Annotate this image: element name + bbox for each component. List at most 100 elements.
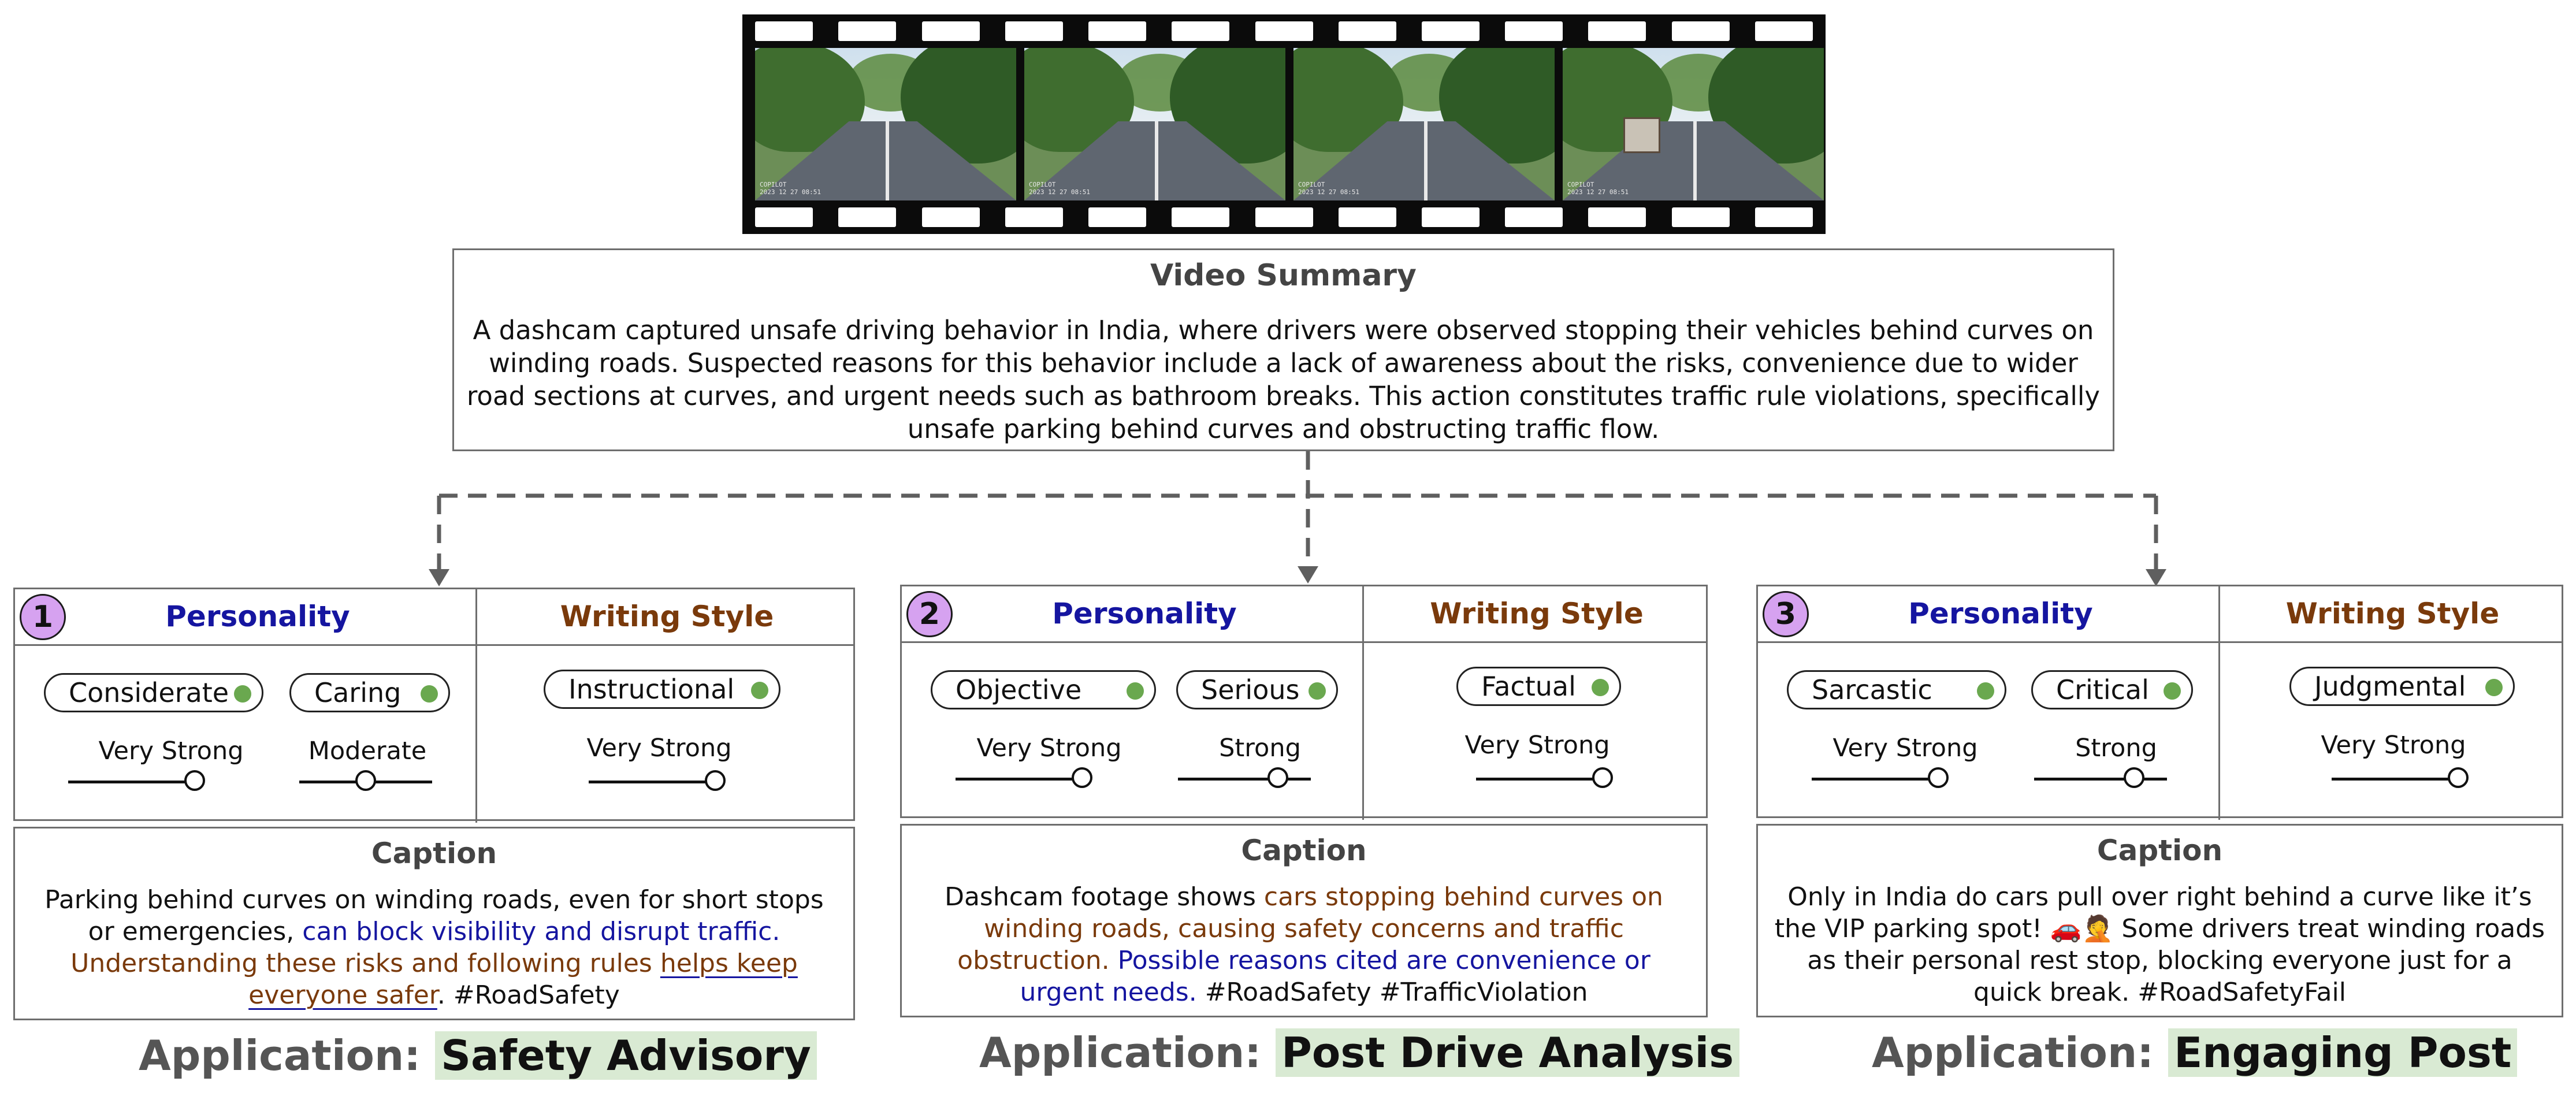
slider-knob bbox=[2447, 767, 2469, 788]
strength-slider bbox=[68, 770, 205, 793]
strength-label: Very Strong bbox=[2321, 731, 2466, 760]
personality-header: Personality bbox=[1908, 597, 2093, 630]
frame-timestamp: COPILOT 2023 12 27 08:51 bbox=[760, 181, 821, 196]
caption-highlight-personality: can block visibility and disrupt traffic… bbox=[302, 917, 780, 946]
film-sprocket-hole bbox=[1005, 207, 1063, 227]
application-value: Safety Advisory bbox=[435, 1031, 817, 1080]
strength-label: Very Strong bbox=[586, 734, 732, 763]
summary-title: Video Summary bbox=[1150, 258, 1417, 293]
film-sprocket-hole bbox=[1672, 21, 1730, 41]
caption-title: Caption bbox=[371, 837, 497, 870]
film-sprocket-hole bbox=[1505, 207, 1563, 227]
caption-highlight-style: Understanding these risks and following … bbox=[70, 949, 652, 978]
application-value: Engaging Post bbox=[2168, 1028, 2518, 1077]
trait-dot bbox=[421, 685, 438, 703]
trait-chip: Sarcastic bbox=[1787, 670, 2006, 709]
video-frame-3: COPILOT 2023 12 27 08:51 bbox=[1293, 48, 1555, 200]
film-sprocket-hole bbox=[922, 207, 980, 227]
film-sprocket-hole bbox=[1172, 21, 1229, 41]
frame-timestamp: COPILOT 2023 12 27 08:51 bbox=[1298, 181, 1359, 196]
trait-label: Considerate bbox=[69, 677, 229, 708]
slider-knob bbox=[704, 770, 726, 791]
film-sprocket-hole bbox=[1588, 21, 1646, 41]
caption-box: Caption Parking behind curves on winding… bbox=[13, 827, 855, 1020]
trait-dot bbox=[1592, 679, 1609, 696]
caption-text: Parking behind curves on winding roads, … bbox=[28, 884, 841, 1011]
film-sprocket-hole bbox=[838, 207, 896, 227]
trait-label: Factual bbox=[1481, 671, 1576, 702]
persona-card-2: 2 Personality Writing Style Objective Ve… bbox=[900, 585, 1708, 1019]
trait-label: Critical bbox=[2056, 674, 2149, 705]
video-film-strip: COPILOT 2023 12 27 08:51 COPILOT 2023 12… bbox=[742, 14, 1826, 234]
trait-label: Caring bbox=[314, 677, 402, 708]
caption-highlight-personality: Possible reasons cited are convenience o… bbox=[1020, 946, 1651, 1007]
caption-box: Caption Dashcam footage shows cars stopp… bbox=[900, 824, 1708, 1017]
film-sprocket-hole bbox=[755, 21, 813, 41]
caption-text: Dashcam footage shows cars stopping behi… bbox=[915, 881, 1693, 1008]
frame-timestamp: COPILOT 2023 12 27 08:51 bbox=[1029, 181, 1090, 196]
trait-chip: Judgmental bbox=[2289, 667, 2515, 706]
persona-card-1: 1 Personality Writing Style Considerate … bbox=[13, 588, 855, 1022]
slider-knob bbox=[1071, 767, 1092, 788]
caption-segment: . #RoadSafety bbox=[437, 980, 620, 1010]
trait-chip: Factual bbox=[1456, 667, 1621, 706]
strength-slider bbox=[299, 770, 432, 793]
application-label-2: Application: Post Drive Analysis bbox=[979, 1028, 1740, 1077]
traits-panel: 1 Personality Writing Style Considerate … bbox=[13, 588, 855, 823]
trait-chip: Serious bbox=[1176, 670, 1338, 709]
card-number-badge: 2 bbox=[906, 591, 953, 637]
strength-label: Strong bbox=[1219, 734, 1301, 763]
film-sprocket-hole bbox=[1005, 21, 1063, 41]
trait-dot bbox=[234, 685, 251, 703]
trait-dot bbox=[2164, 682, 2181, 700]
film-sprocket-hole bbox=[922, 21, 980, 41]
slider-knob bbox=[184, 770, 205, 791]
film-sprocket-hole bbox=[1339, 207, 1396, 227]
strength-label: Very Strong bbox=[98, 737, 244, 766]
application-value: Post Drive Analysis bbox=[1276, 1028, 1740, 1077]
persona-card-3: 3 Personality Writing Style Sarcastic Ve… bbox=[1756, 585, 2563, 1019]
strength-label: Very Strong bbox=[1832, 734, 1978, 763]
caption-segment: Dashcam footage shows bbox=[945, 882, 1256, 912]
film-sprocket-hole bbox=[1172, 207, 1229, 227]
strength-label: Very Strong bbox=[976, 734, 1122, 763]
video-summary-box: Video Summary A dashcam captured unsafe … bbox=[452, 248, 2114, 451]
caption-text: Only in India do cars pull over right be… bbox=[1774, 882, 2545, 1007]
trait-dot bbox=[751, 682, 768, 699]
personality-header: Personality bbox=[165, 600, 350, 633]
trait-chip: Considerate bbox=[44, 673, 263, 712]
caption-highlight-both: helps keep everyone safer bbox=[248, 949, 798, 1010]
video-frame-2: COPILOT 2023 12 27 08:51 bbox=[1024, 48, 1285, 200]
film-sprocket-hole bbox=[1755, 21, 1813, 41]
caption-title: Caption bbox=[2097, 834, 2223, 867]
frame-timestamp: COPILOT 2023 12 27 08:51 bbox=[1567, 181, 1629, 196]
strength-slider bbox=[1178, 767, 1311, 790]
strength-label: Moderate bbox=[308, 737, 427, 766]
film-sprocket-hole bbox=[1255, 21, 1313, 41]
film-sprocket-hole bbox=[1422, 207, 1480, 227]
trait-label: Objective bbox=[956, 674, 1082, 705]
strength-slider bbox=[1812, 767, 1949, 790]
trait-dot bbox=[1127, 682, 1144, 700]
slider-knob bbox=[1592, 767, 1613, 788]
strength-slider bbox=[956, 767, 1092, 790]
strength-label: Strong bbox=[2075, 734, 2157, 763]
video-frame-4: COPILOT 2023 12 27 08:51 bbox=[1563, 48, 1824, 200]
slider-knob bbox=[1267, 767, 1288, 788]
film-sprocket-hole bbox=[1588, 207, 1646, 227]
video-frame-1: COPILOT 2023 12 27 08:51 bbox=[755, 48, 1016, 200]
application-prefix: Application: bbox=[979, 1028, 1262, 1077]
trait-label: Instructional bbox=[568, 674, 735, 705]
application-prefix: Application: bbox=[139, 1031, 421, 1080]
trait-dot bbox=[2485, 679, 2503, 696]
trait-dot bbox=[1309, 682, 1326, 700]
writing-style-header: Writing Style bbox=[2285, 597, 2500, 630]
truck-shape bbox=[1623, 117, 1660, 153]
strength-slider bbox=[589, 770, 726, 793]
trait-label: Judgmental bbox=[2314, 671, 2466, 702]
card-number-badge: 1 bbox=[20, 594, 66, 640]
trait-chip: Instructional bbox=[544, 670, 780, 709]
traits-panel: 3 Personality Writing Style Sarcastic Ve… bbox=[1756, 585, 2563, 820]
film-sprocket-hole bbox=[1755, 207, 1813, 227]
